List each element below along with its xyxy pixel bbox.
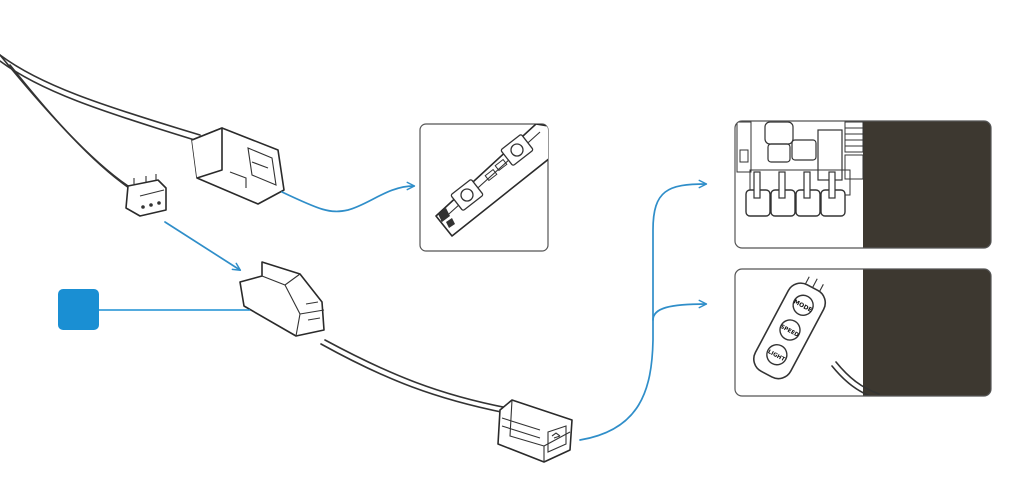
small-3pin-connector xyxy=(125,174,167,217)
motherboard-panel xyxy=(734,120,992,249)
led-chip-2 xyxy=(500,134,534,166)
argb-header-pins xyxy=(745,171,846,217)
arrow-to-led-strip xyxy=(281,181,416,213)
callout-badge xyxy=(58,289,250,330)
arrow-to-controller xyxy=(652,299,708,321)
arrow-to-splitter xyxy=(164,221,242,271)
motherboard-dark-panel xyxy=(863,121,991,248)
large-3pin-connector xyxy=(191,127,285,205)
splitter-housing xyxy=(239,261,325,337)
arrow-to-targets xyxy=(579,179,708,441)
argb-connector xyxy=(497,399,573,463)
led-strip-panel xyxy=(419,123,549,252)
controller-panel: MODE SPEED LIGHT xyxy=(734,268,992,397)
controller-dark-panel xyxy=(863,269,991,396)
led-chip-1 xyxy=(450,179,484,211)
splitter-cable-wires xyxy=(0,54,509,414)
flow-arrows xyxy=(164,179,708,441)
